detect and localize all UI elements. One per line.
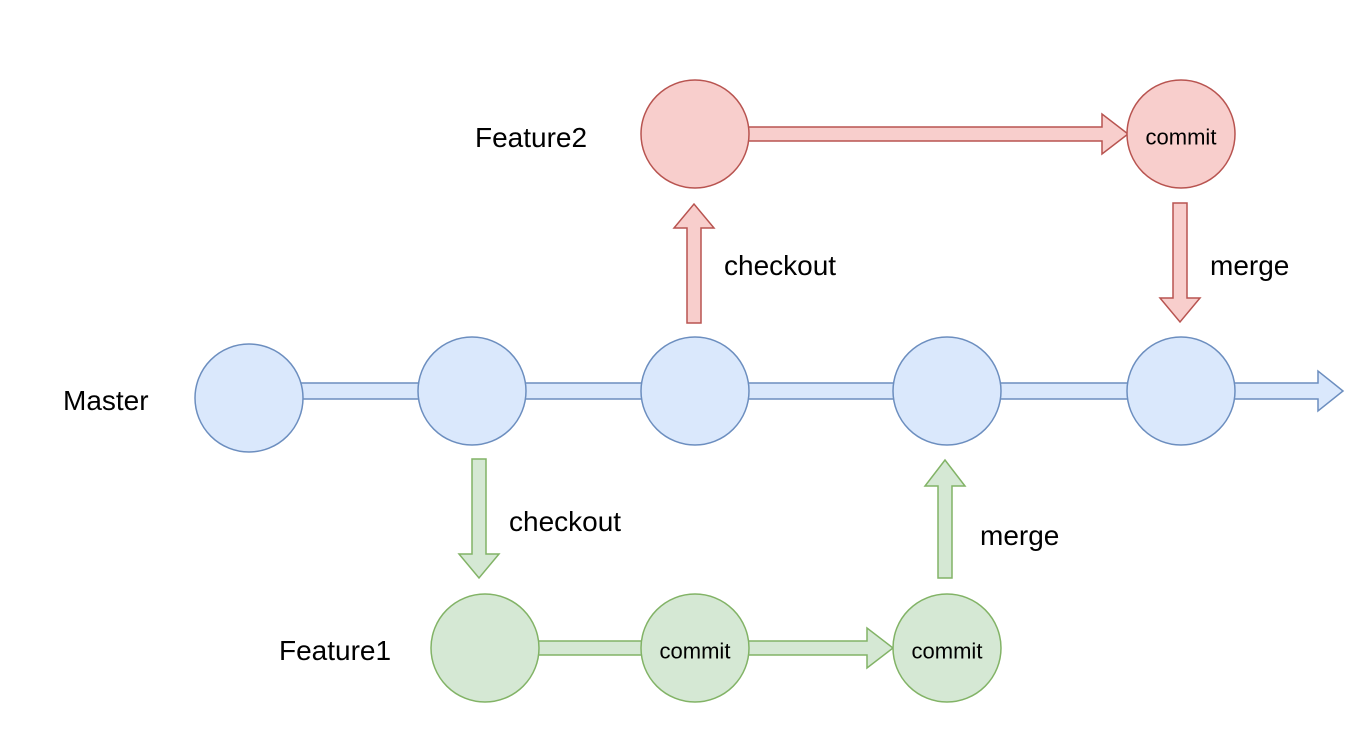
feature1-commit-a-label: commit bbox=[660, 639, 731, 664]
feature1-merge-arrow bbox=[923, 458, 967, 579]
feature1-commit-b-label: commit bbox=[912, 639, 983, 664]
feature2-label: Feature2 bbox=[475, 122, 587, 153]
feature2-node-start bbox=[640, 79, 750, 189]
master-node-2 bbox=[417, 336, 527, 446]
feature1-node-start bbox=[430, 593, 540, 703]
master-node-4 bbox=[892, 336, 1002, 446]
feature2-checkout-label: checkout bbox=[724, 250, 836, 281]
feature1-checkout-label: checkout bbox=[509, 506, 621, 537]
feature1-checkout-arrow bbox=[457, 458, 501, 580]
feature2-checkout-arrow bbox=[672, 202, 716, 324]
feature2-commit-arrow bbox=[694, 112, 1130, 156]
feature2-commit-label: commit bbox=[1146, 125, 1217, 150]
feature1-node-commit-b bbox=[892, 593, 1002, 703]
feature1-node-commit-a bbox=[640, 593, 750, 703]
master-node-1 bbox=[194, 343, 304, 453]
feature1-branch: commit commit bbox=[430, 458, 1002, 703]
feature1-label: Feature1 bbox=[279, 635, 391, 666]
master-branch bbox=[194, 336, 1345, 453]
master-node-3 bbox=[640, 336, 750, 446]
feature1-merge-label: merge bbox=[980, 520, 1059, 551]
master-node-5 bbox=[1126, 336, 1236, 446]
feature2-merge-label: merge bbox=[1210, 250, 1289, 281]
feature2-branch: commit bbox=[640, 79, 1236, 324]
feature2-merge-arrow bbox=[1158, 202, 1202, 324]
feature2-node-commit bbox=[1126, 79, 1236, 189]
master-label: Master bbox=[63, 385, 149, 416]
